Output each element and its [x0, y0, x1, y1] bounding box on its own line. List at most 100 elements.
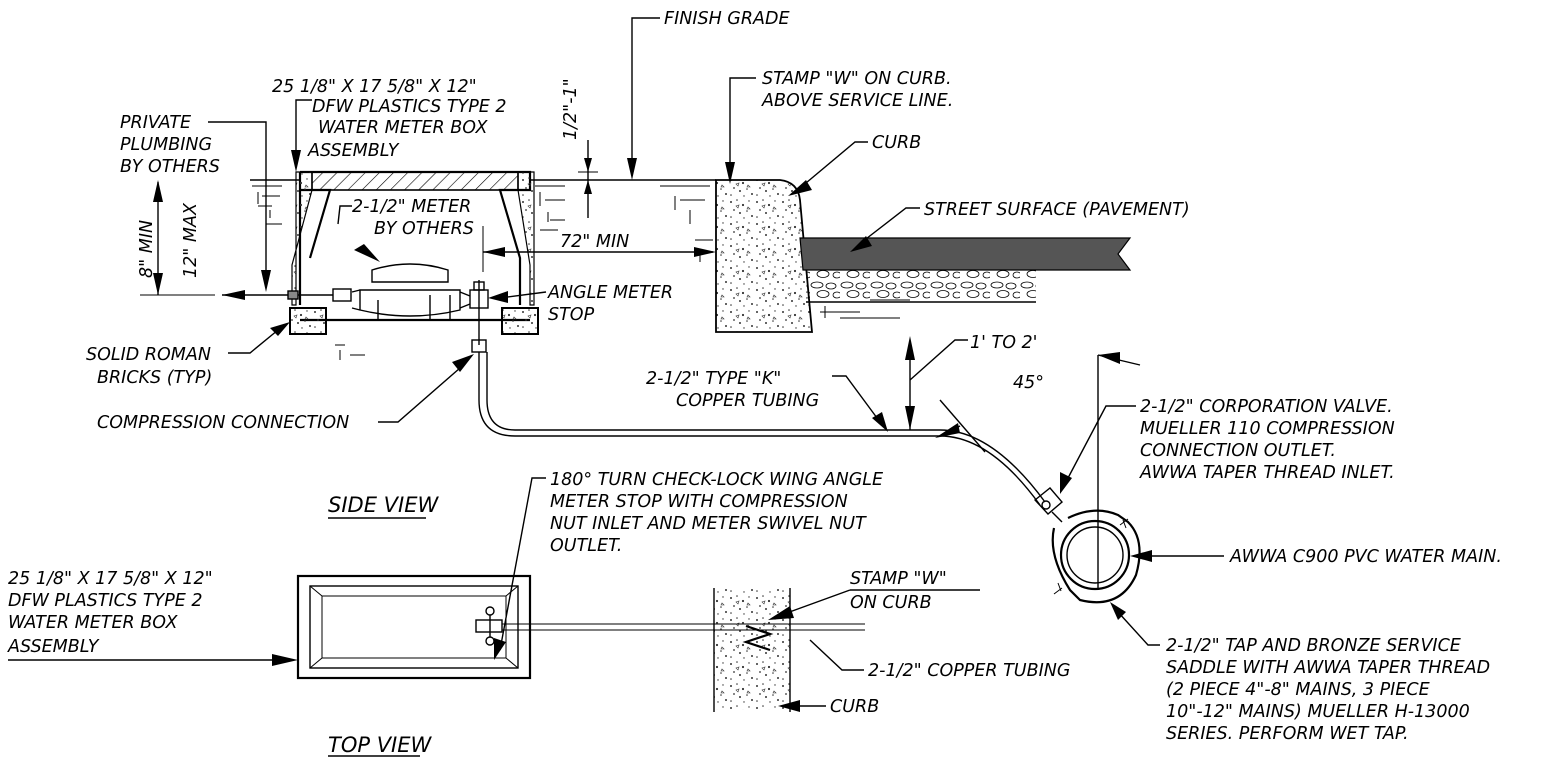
meter-leader	[337, 205, 352, 225]
check-label-3: NUT INLET AND METER SWIVEL NUT	[550, 514, 867, 534]
top-meter-stop	[475, 606, 503, 646]
bricks-leader	[228, 329, 279, 354]
finish-grade-label: FINISH GRADE	[664, 9, 790, 29]
bricks-label-1: SOLID ROMAN	[86, 345, 211, 365]
finish-grade-arrow	[627, 158, 637, 180]
top-meter-box-bevel	[309, 585, 519, 669]
top-stamp-arrow	[768, 606, 794, 620]
top-stamp-label-2: ON CURB	[850, 593, 932, 613]
private-label-1: PRIVATE	[120, 113, 192, 133]
meter-label-2: BY OTHERS	[374, 219, 474, 239]
curb-leader	[799, 141, 868, 189]
finish-grade-leader	[631, 17, 660, 170]
water-meter	[287, 263, 489, 353]
street-arrow	[850, 236, 872, 252]
bricks-label-2: BRICKS (TYP)	[97, 368, 212, 388]
private-label-2: PLUMBING	[120, 135, 212, 155]
compression-label: COMPRESSION CONNECTION	[97, 413, 349, 433]
top-tubing-leader	[809, 639, 864, 671]
angle-ref-diag	[939, 399, 986, 453]
box-type-label-2: WATER METER BOX	[318, 118, 489, 138]
top-box-arrow	[272, 654, 298, 666]
meter-leader-arrow	[354, 244, 380, 262]
check-arrow	[494, 638, 506, 660]
top-box-type-label-2: WATER METER BOX	[8, 613, 179, 633]
compression-arrow	[452, 354, 474, 372]
top-meter-box-inner	[309, 585, 519, 669]
corp-label-1: 2-1/2" CORPORATION VALVE.	[1140, 397, 1393, 417]
private-leader-arrow	[261, 270, 271, 292]
top-view: 25 1/8" X 17 5/8" X 12" DFW PLASTICS TYP…	[7, 569, 1070, 757]
corp-arrow	[1060, 472, 1072, 494]
top-stamp-leader	[783, 589, 851, 615]
check-label-1: 180° TURN CHECK-LOCK WING ANGLE	[550, 470, 884, 490]
tap-leader	[1117, 611, 1160, 646]
min-72-arrow-right	[694, 247, 716, 257]
meter-label-1: 2-1/2" METER	[352, 197, 471, 217]
top-curb	[714, 588, 790, 710]
meter-box-lid	[311, 171, 519, 191]
compression-leader	[378, 367, 461, 423]
min-72-arrow-left	[483, 247, 505, 257]
corp-label-4: AWWA TAPER THREAD INLET.	[1139, 463, 1395, 483]
check-label-4: OUTLET.	[550, 536, 622, 556]
corp-label-2: MUELLER 110 COMPRESSION	[1140, 419, 1395, 439]
corporation-valve	[1033, 487, 1063, 523]
box-leader-arrow	[291, 150, 301, 172]
angle-arrowhead	[1098, 352, 1120, 364]
tap-label-1: 2-1/2" TAP AND BRONZE SERVICE	[1166, 636, 1462, 656]
bricks-leader-arrow	[270, 322, 290, 336]
water-main	[1051, 355, 1141, 604]
private-label-3: BY OTHERS	[120, 157, 220, 177]
angle-stop-label-1: ANGLE METER	[547, 283, 673, 303]
depth-min-label: 8" MIN	[137, 220, 157, 278]
depth-dimension	[140, 180, 215, 296]
street-pavement	[799, 237, 1132, 271]
top-box-type-label-3: ASSEMBLY	[7, 637, 100, 657]
stamp-leader	[729, 77, 756, 172]
top-curb-arrow	[778, 700, 800, 712]
tap-label-5: SERIES. PERFORM WET TAP.	[1166, 724, 1409, 744]
angle-stop-arrow	[488, 291, 508, 303]
main-arrow	[1130, 550, 1152, 562]
corp-leader	[1067, 405, 1136, 479]
private-outlet-arrowhead	[222, 290, 245, 300]
top-box-size-label: 25 1/8" X 17 5/8" X 12"	[8, 569, 213, 589]
street-leader	[861, 207, 920, 243]
tubing-leader	[832, 375, 881, 423]
depth-range-label: 1' TO 2'	[970, 333, 1037, 353]
tubing-label-1: 2-1/2" TYPE "K"	[646, 369, 781, 389]
top-stamp-label-1: STAMP "W"	[850, 569, 947, 589]
top-meter-box-outer	[296, 574, 532, 680]
corp-label-3: CONNECTION OUTLET.	[1140, 441, 1336, 461]
top-curb-label: CURB	[830, 697, 879, 717]
top-view-title: TOP VIEW	[328, 733, 433, 757]
roman-brick-left	[289, 307, 327, 335]
box-leader	[295, 99, 312, 160]
box-type-label-1: DFW PLASTICS TYPE 2	[312, 97, 507, 117]
street-label: STREET SURFACE (PAVEMENT)	[924, 200, 1190, 220]
side-view: 1' TO 2' 45° FINISH GRADE 1/2"-1" 25 1/8…	[86, 9, 1502, 744]
stamp-label-2: ABOVE SERVICE LINE.	[761, 91, 953, 111]
stamp-label-1: STAMP "W" ON CURB.	[762, 69, 952, 89]
curb	[715, 179, 813, 333]
tap-label-4: 10"-12" MAINS) MUELLER H-13000	[1166, 702, 1470, 722]
box-size-label: 25 1/8" X 17 5/8" X 12"	[272, 77, 477, 97]
meter-box-wall-left	[291, 171, 313, 306]
curb-label: CURB	[872, 133, 921, 153]
top-box-type-label-1: DFW PLASTICS TYPE 2	[8, 591, 203, 611]
side-view-title: SIDE VIEW	[328, 493, 439, 517]
tap-label-2: SADDLE WITH AWWA TAPER THREAD	[1166, 658, 1490, 678]
depth-max-label: 12" MAX	[181, 202, 201, 278]
earth-hatching	[252, 185, 910, 360]
tap-arrow	[1110, 602, 1126, 620]
main-label: AWWA C900 PVC WATER MAIN.	[1229, 547, 1502, 567]
pavement-base-gravel	[806, 270, 1036, 302]
box-type-label-3: ASSEMBLY	[307, 141, 400, 161]
meter-box-wall-right	[517, 171, 535, 306]
tap-label-3: (2 PIECE 4"-8" MAINS, 3 PIECE	[1166, 680, 1431, 700]
check-label-2: METER STOP WITH COMPRESSION	[550, 492, 848, 512]
tubing-arrow	[872, 412, 888, 432]
min-72-label: 72" MIN	[560, 232, 629, 252]
